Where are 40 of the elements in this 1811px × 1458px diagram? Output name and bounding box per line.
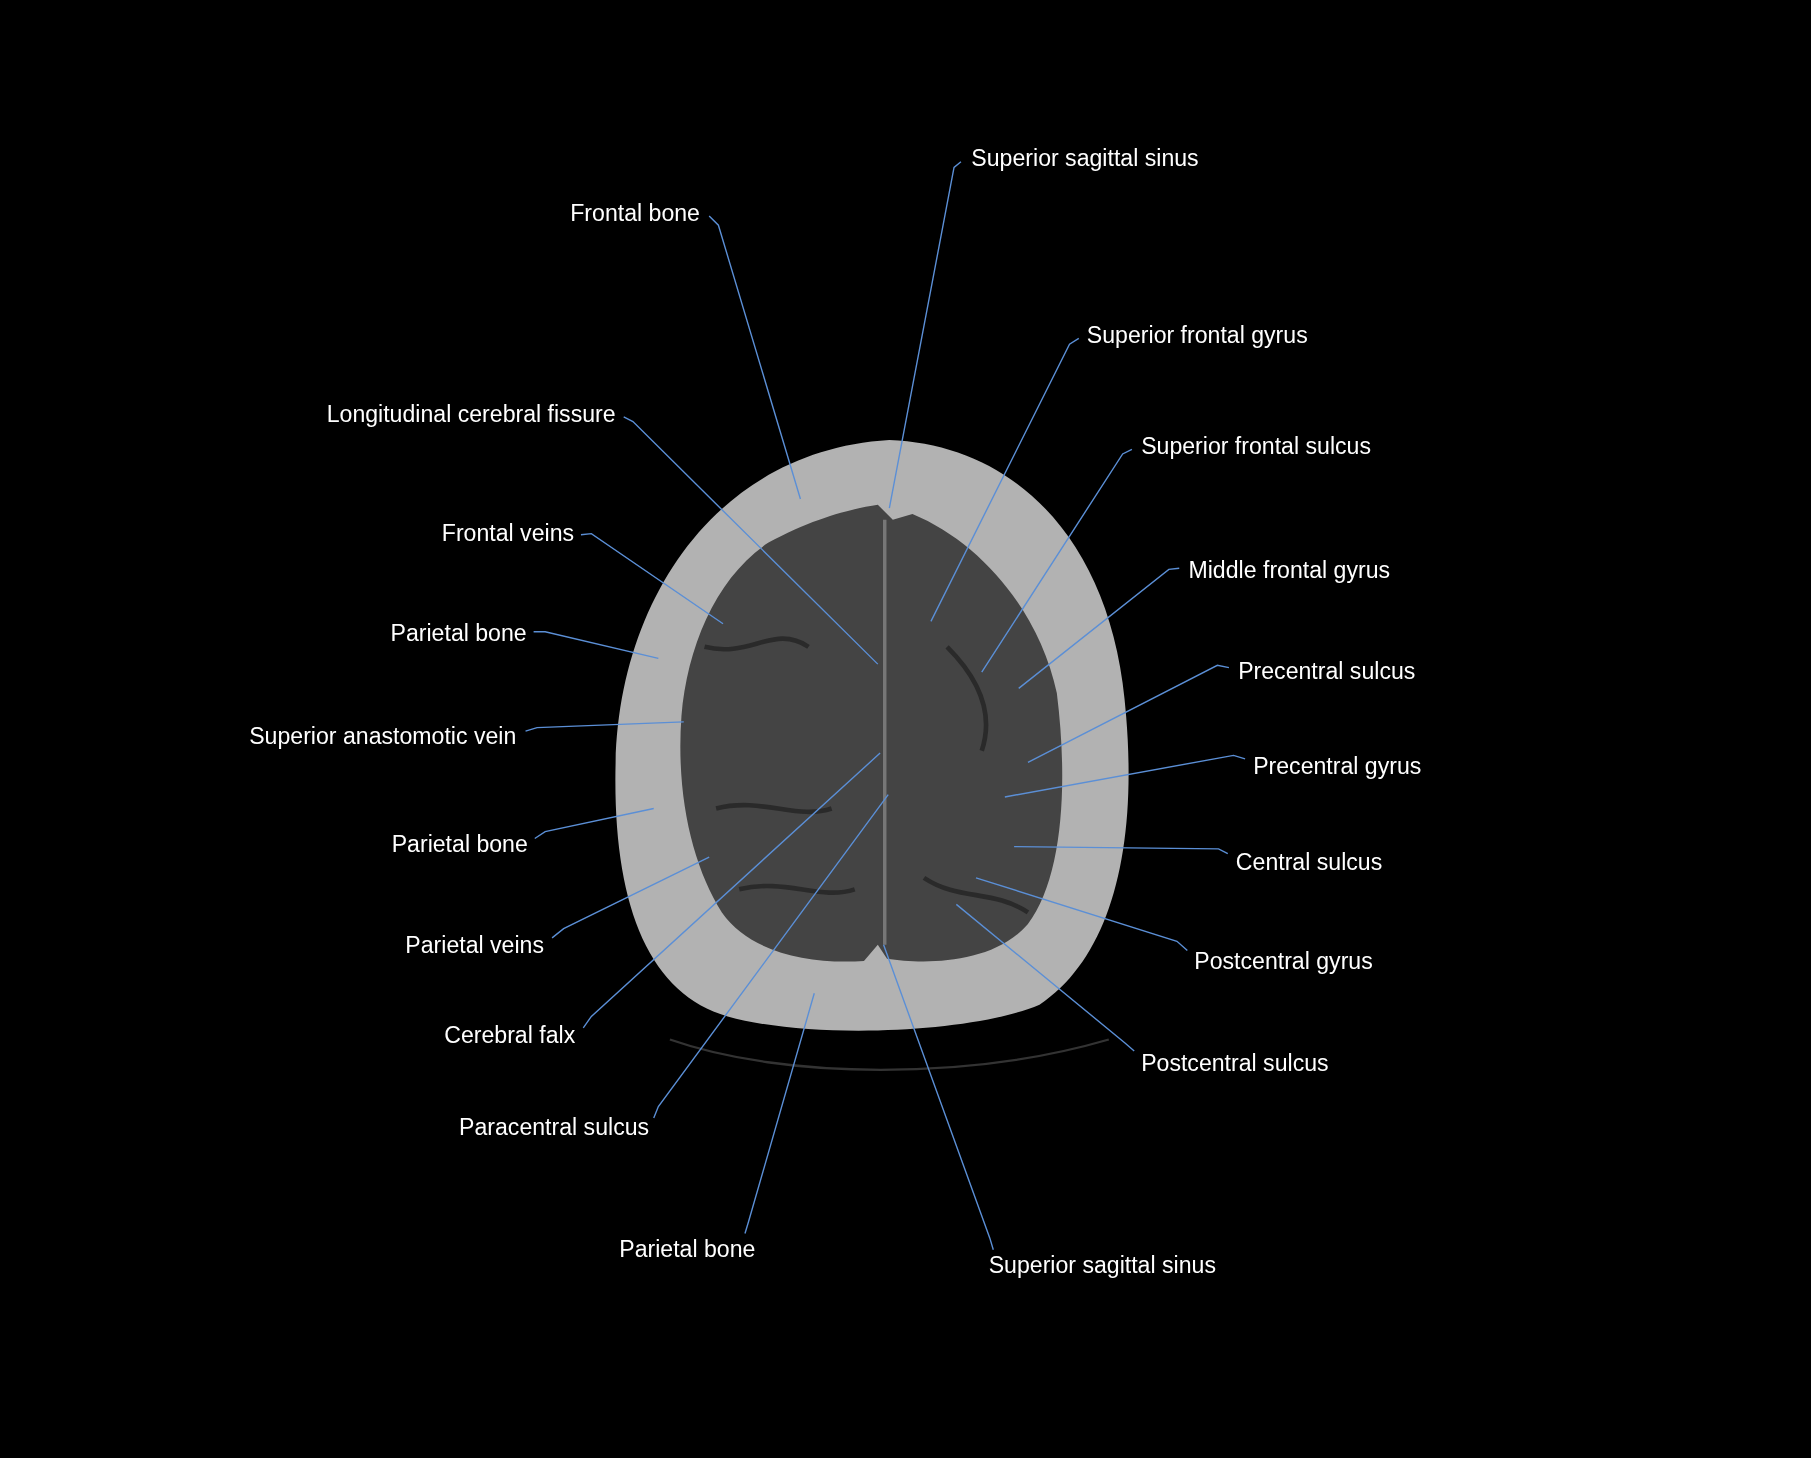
anatomy-label: Superior sagittal sinus (971, 144, 1199, 173)
leader-line (744, 992, 815, 1235)
anatomy-label: Central sulcus (1235, 847, 1383, 876)
anatomy-label: Parietal bone (619, 1234, 756, 1263)
leader-line (708, 215, 802, 500)
anatomy-label: Parietal bone (390, 619, 527, 647)
leader-line (534, 807, 655, 840)
anatomy-label: Frontal veins (441, 518, 575, 547)
anatomy-label: Superior anastomotic vein (249, 721, 517, 750)
anatomy-label: Parietal bone (391, 830, 528, 859)
anatomy-label: Precentral sulcus (1238, 657, 1416, 685)
anatomy-label: Frontal bone (570, 198, 700, 227)
anatomy-label: Postcentral sulcus (1141, 1048, 1329, 1077)
anatomy-label: Precentral gyrus (1253, 751, 1422, 780)
leader-line (1018, 567, 1180, 690)
anatomy-label: Paracentral sulcus (459, 1113, 650, 1142)
leader-line (1013, 845, 1229, 855)
anatomy-label: Middle frontal gyrus (1188, 555, 1391, 584)
leader-line (532, 631, 660, 660)
anatomy-label: Superior frontal gyrus (1086, 321, 1308, 349)
leader-line (580, 532, 724, 625)
anatomy-label: Postcentral gyrus (1194, 947, 1373, 975)
leader-line (1027, 664, 1230, 763)
anatomy-label: Longitudinal cerebral fissure (326, 399, 616, 428)
leader-line (623, 416, 879, 665)
leader-line (888, 161, 962, 509)
leader-line (653, 793, 889, 1119)
leader-line (981, 448, 1133, 673)
leader-line (882, 944, 994, 1251)
leader-line (930, 337, 1080, 623)
leader-line (524, 721, 685, 732)
leader-line (955, 903, 1135, 1052)
leader-line (551, 856, 710, 939)
anatomy-label: Parietal veins (405, 930, 544, 959)
leader-line (582, 752, 881, 1029)
anatomy-label: Superior sagittal sinus (988, 1250, 1216, 1279)
leader-line (1004, 754, 1246, 798)
anatomy-label: Cerebral falx (444, 1021, 576, 1049)
leader-line (975, 877, 1189, 952)
anatomy-label: Superior frontal sulcus (1141, 431, 1371, 460)
